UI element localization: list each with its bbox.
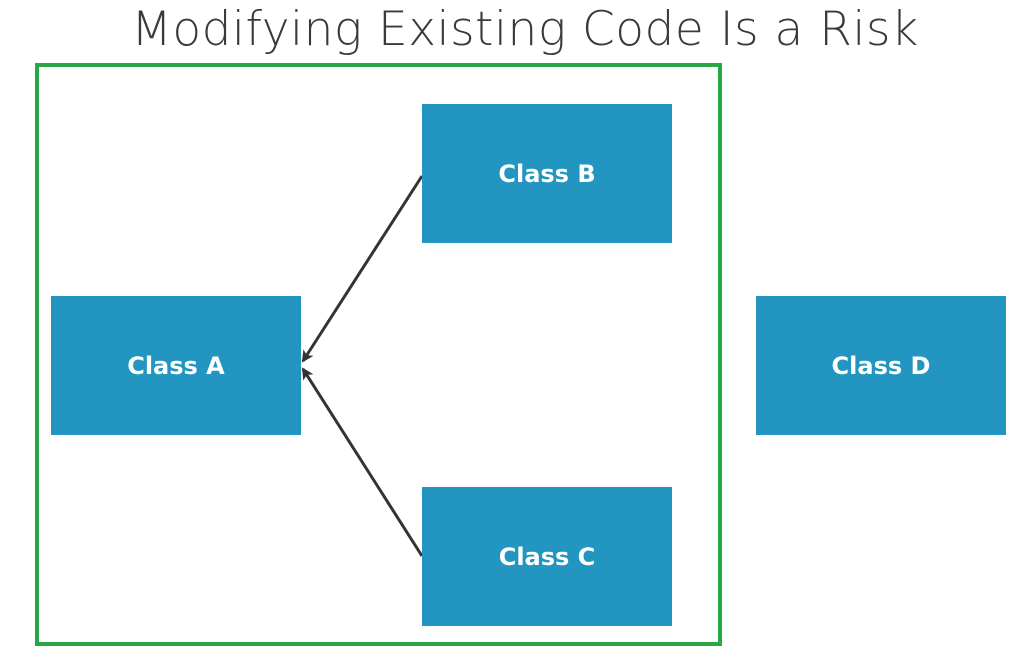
class-a-box: Class A [51,296,301,435]
slide-title: Modifying Existing Code Is a Risk [131,2,919,57]
class-c-label: Class C [498,542,596,571]
class-c-box: Class C [422,487,672,626]
class-b-box: Class B [422,104,672,243]
modified-area-frame [35,63,722,646]
class-a-label: Class A [127,351,225,380]
class-d-box: Class D [756,296,1006,435]
class-d-label: Class D [831,351,931,380]
class-b-label: Class B [498,159,596,188]
